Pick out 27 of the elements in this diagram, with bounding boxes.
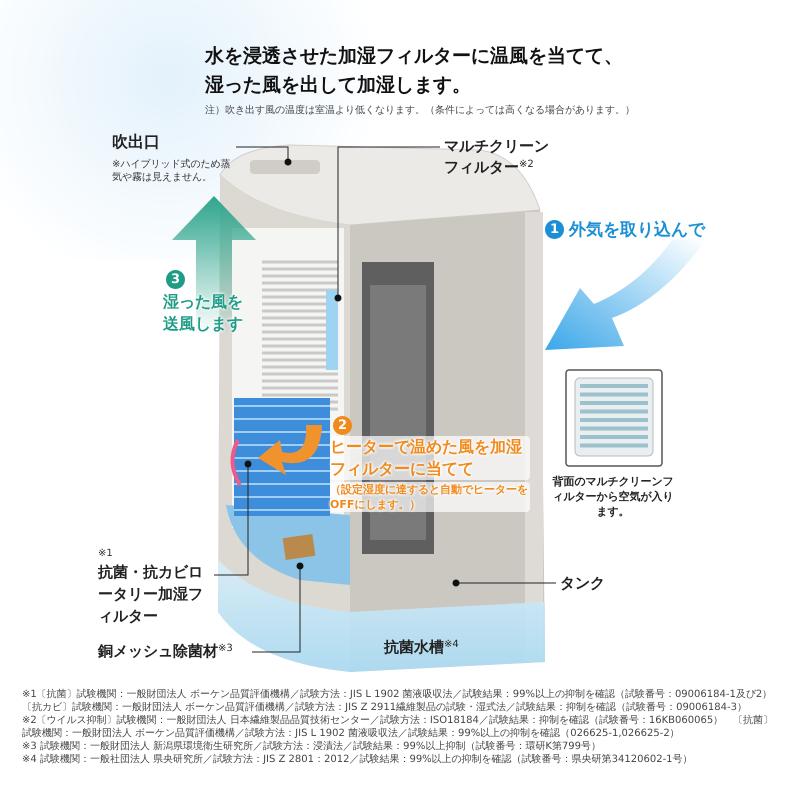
part-label: 吹出口 bbox=[112, 131, 161, 153]
part-label: マルチクリーンフィルター$^{※2}$ bbox=[444, 136, 550, 178]
leader-line bbox=[334, 146, 440, 302]
step-text: 湿った風を送風します bbox=[163, 291, 244, 335]
note-text: （設定湿度に達すると自動でヒーターをOFFにします。） bbox=[330, 482, 530, 512]
footnote-text: ※2〔ウイルス抑制〕試験機関：一般財団法人 日本繊維製品品質技術センター／試験方法：ISO18184／試験結果：抑制を確認（試験番号：16KB060065） 〔抗菌〕試験機関：一般財団法人 ボーケン品質評価機構／試験方法：JIS L 1902 菌液吸収法／試験結果：99%以上の抑制を確認（026625-1,026625-2） bbox=[22, 714, 774, 740]
note-text: 注）吹き出す風の温度は室温より低くなります。（条件によっては高くなる場合があります。） bbox=[205, 104, 635, 118]
footnote-text: ※4 試験機関：一般社団法人 県央研究所／試験方法：JIS Z 2801：2012／試験結果：99%以上の抑制を確認（試験番号：県央研第34120602-1号） bbox=[22, 753, 694, 766]
footnote-text: ※1〔抗菌〕試験機関：一般財団法人 ボーケン品質評価機構／試験方法：JIS L 1902 菌液吸収法／試験結果：99%以上の抑制を確認（試験番号：09006184-1及び2） bbox=[22, 688, 774, 701]
step-number-badge: 3 bbox=[166, 270, 185, 289]
step-text: 外気を取り込んで bbox=[569, 219, 705, 242]
leader-line bbox=[452, 580, 556, 586]
part-label: タンク bbox=[560, 573, 606, 594]
footnote-text: 〔抗カビ〕試験機関：一般財団法人 ボーケン品質評価機構／試験方法：JIS Z 2911繊維製品の試験・湿式法／試験結果：抑制を確認（試験番号：09006184-3） bbox=[22, 701, 748, 714]
footnote-mark: ※1 bbox=[98, 547, 114, 561]
leader-line bbox=[236, 146, 292, 166]
step-number-badge: 1 bbox=[545, 220, 564, 239]
leader-line bbox=[214, 460, 252, 576]
part-label: 銅メッシュ除菌材$^{※3}$ bbox=[98, 641, 234, 662]
note-text: ※ハイブリッド式のため蒸気や霧は見えません。 bbox=[112, 158, 232, 184]
part-label: 抗菌・抗カビロータリー加湿フィルター bbox=[98, 562, 204, 627]
caption-text: 背面のマルチクリーンフィルターから空気が入ります。 bbox=[551, 474, 674, 519]
step-text: ヒーターで温めた風を加湿フィルターに当てて bbox=[330, 436, 530, 480]
leader-line bbox=[252, 562, 304, 652]
part-label: 抗菌水槽$^{※4}$ bbox=[384, 637, 459, 658]
footnote-text: ※3 試験機関：一般財団法人 新潟県環境衛生研究所／試験方法：浸漬法／試験結果：99%以上抑制（試験番号：環研K第799号） bbox=[22, 740, 602, 753]
title: 水を浸透させた加湿フィルターに温風を当てて、湿った風を出して加湿します。 bbox=[205, 44, 624, 98]
